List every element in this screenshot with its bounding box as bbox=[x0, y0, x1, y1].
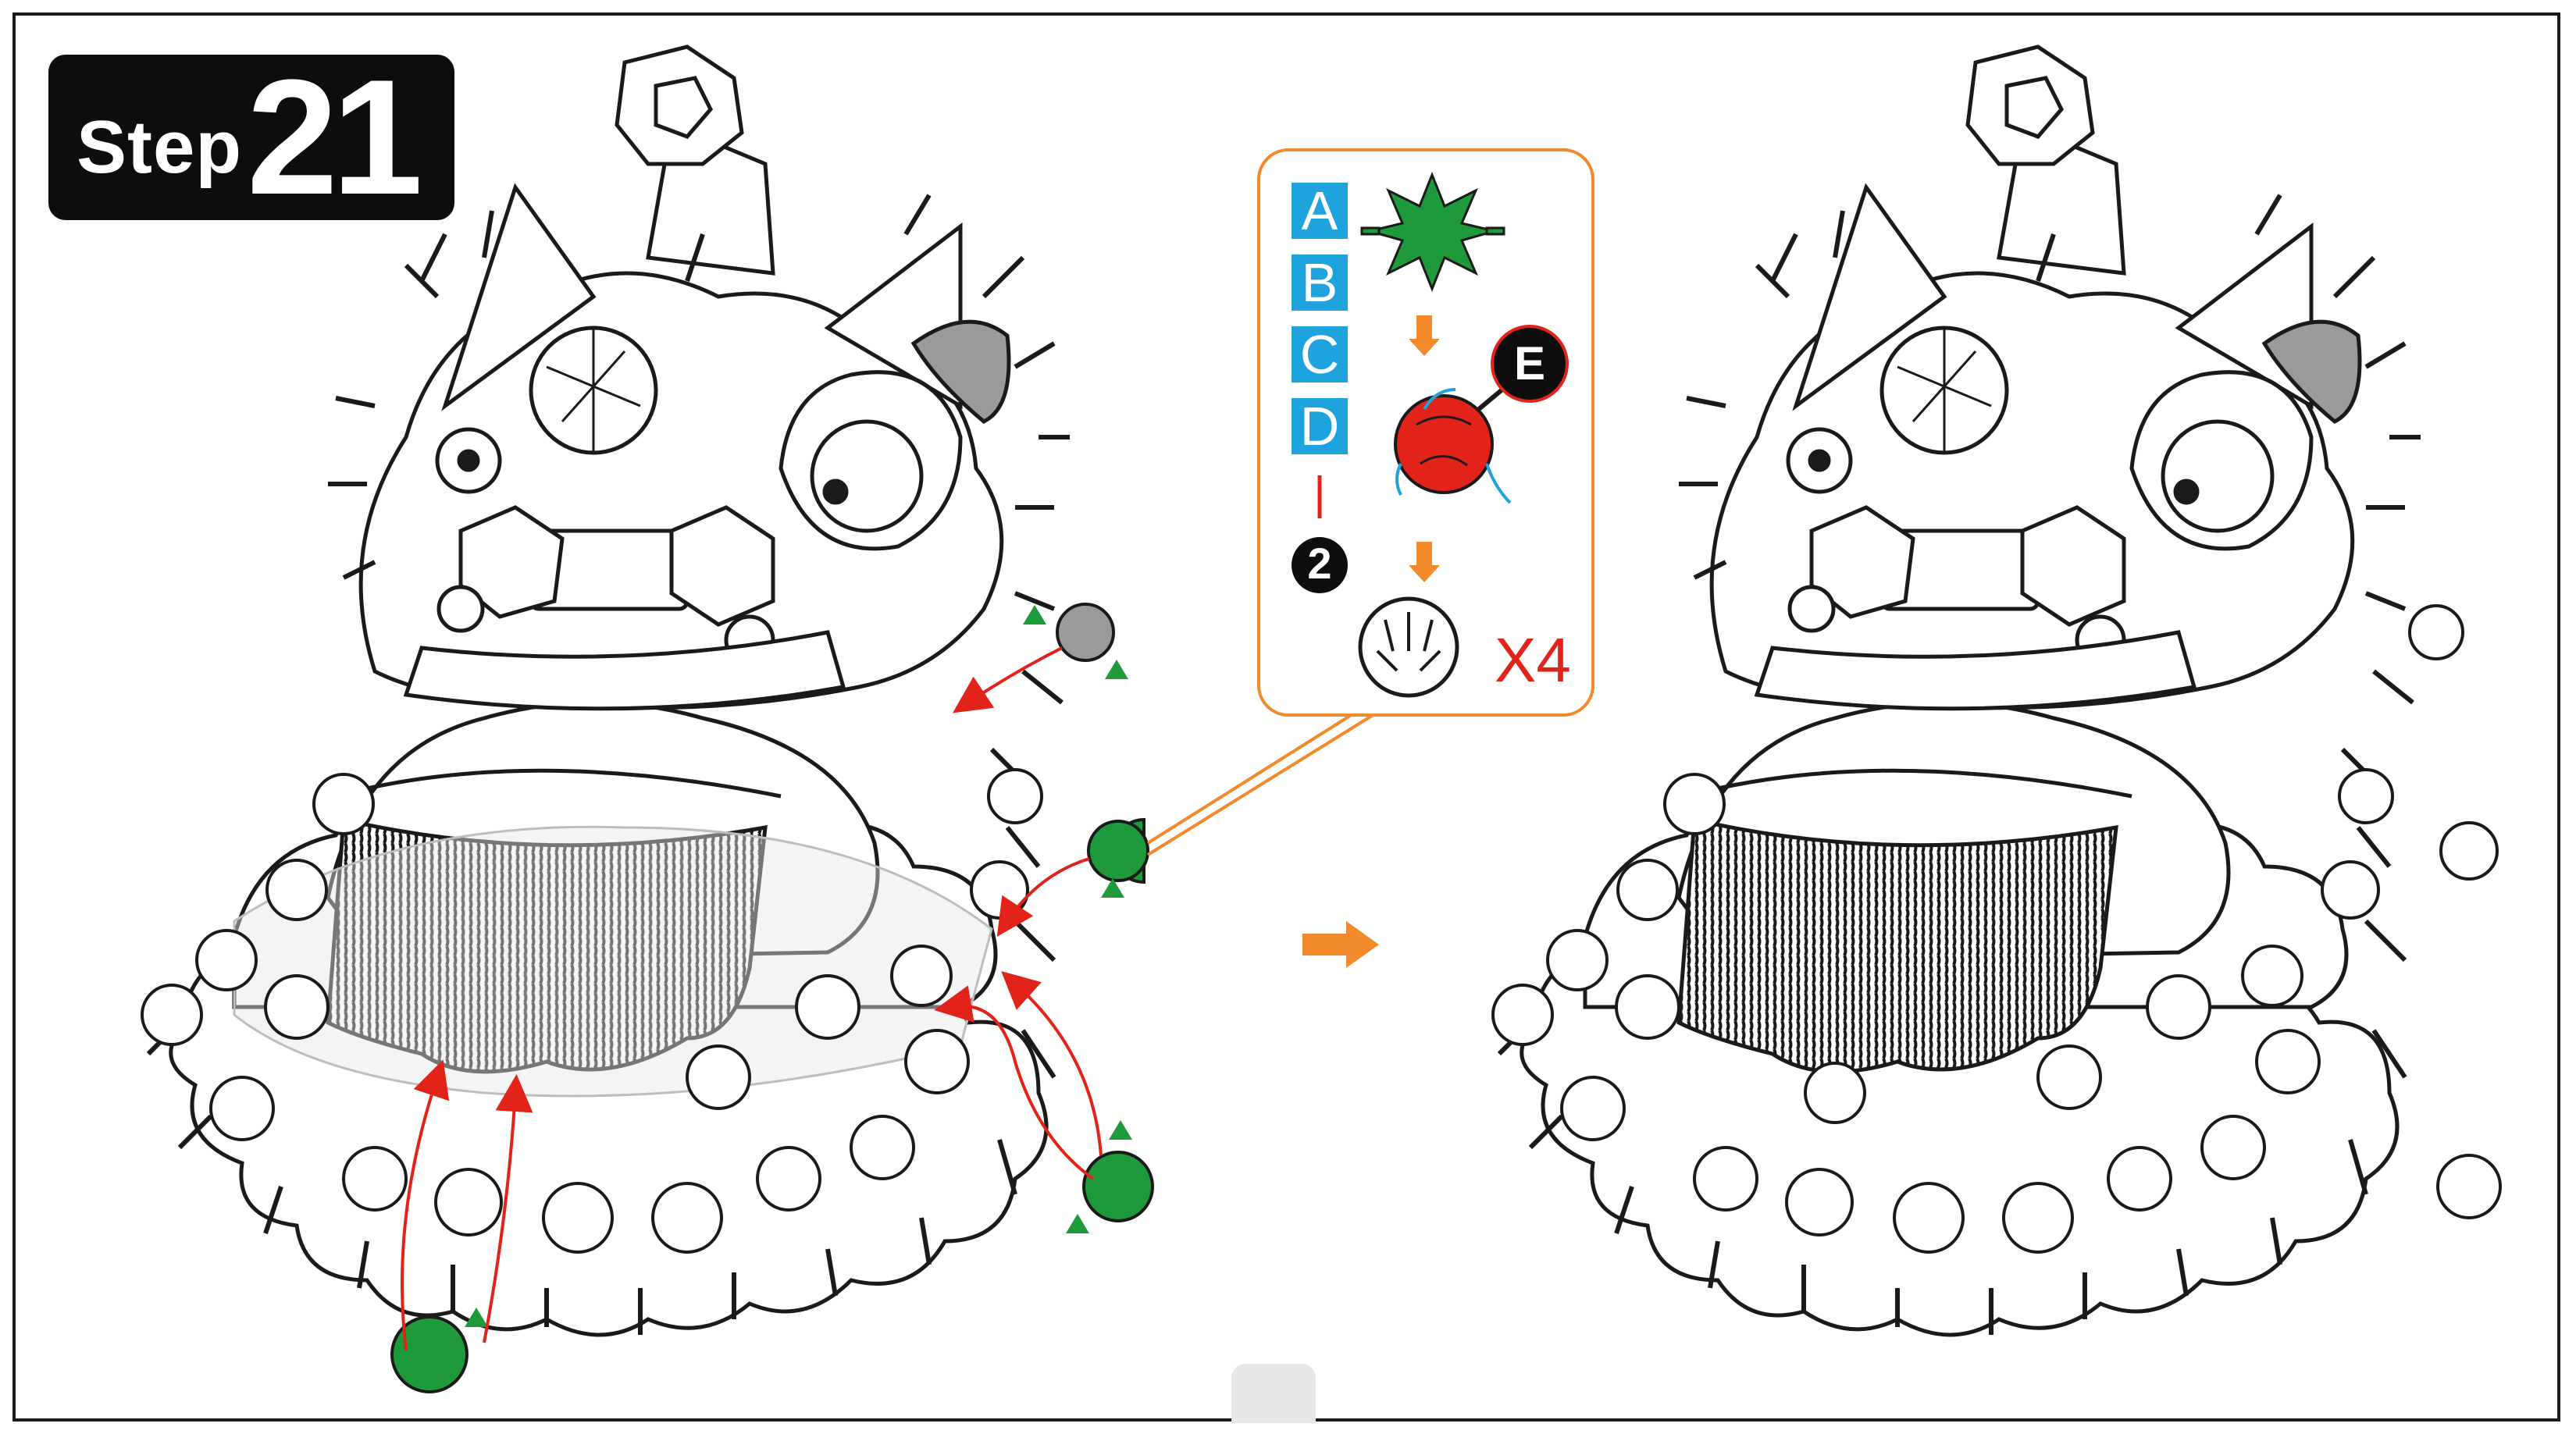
green-pompoms bbox=[390, 603, 1154, 1393]
pompoms bbox=[141, 768, 1043, 1254]
part-label-b: B bbox=[1292, 254, 1348, 311]
tool-label: E bbox=[1513, 337, 1546, 390]
gem-icon bbox=[615, 44, 744, 166]
lion-head-after bbox=[1491, 44, 2502, 1337]
star-part-icon bbox=[1360, 171, 1505, 293]
callout-art bbox=[1292, 171, 1569, 698]
page-tab bbox=[1231, 1364, 1316, 1423]
brow-shade bbox=[910, 319, 1011, 424]
insert-guide-arrow-icon bbox=[401, 646, 1103, 1351]
part-label-c: C bbox=[1292, 326, 1348, 383]
part-number: 2 bbox=[1307, 539, 1332, 588]
quantity-multiplier: X4 bbox=[1495, 625, 1571, 695]
part-label-a: A bbox=[1292, 183, 1348, 239]
lion-head-before bbox=[141, 44, 1070, 1337]
down-arrow-icon bbox=[1409, 315, 1440, 582]
parts-callout: A B C D 2 E X4 bbox=[1257, 148, 1594, 717]
step-word: Step bbox=[77, 105, 243, 189]
left-ear bbox=[441, 183, 597, 411]
rotate-arrow-icon bbox=[1395, 388, 1512, 504]
part-label-d: D bbox=[1292, 398, 1348, 454]
step-badge: Step 21 bbox=[48, 55, 454, 220]
next-step-arrow-icon bbox=[1302, 921, 1379, 968]
red-pompom-icon bbox=[1394, 394, 1494, 494]
triangle-marker-icon bbox=[465, 605, 1132, 1327]
step-number: 21 bbox=[247, 45, 423, 229]
whisker-spikes bbox=[146, 194, 1070, 1335]
beard-mane bbox=[326, 817, 768, 1074]
callout-pointer bbox=[1146, 709, 1376, 856]
